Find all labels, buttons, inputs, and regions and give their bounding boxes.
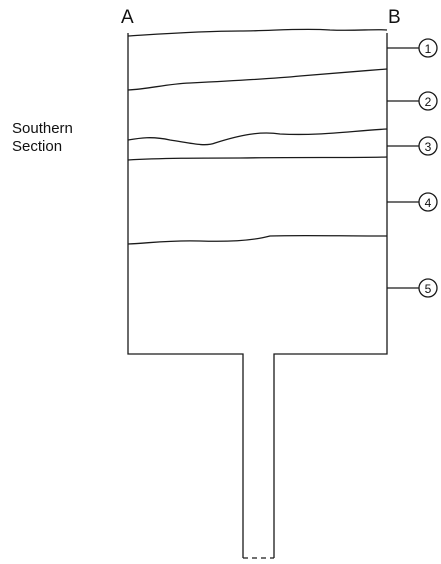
- section-label-line-2: Section: [12, 138, 63, 155]
- section-label-line-1: Southern: [12, 120, 73, 137]
- layer-boundary-2-3: [127, 128, 388, 146]
- layer-5-marker: [418, 278, 438, 298]
- layer-4-number: 4: [425, 196, 432, 210]
- layer-boundary-top: [127, 28, 388, 37]
- corner-label-a: A: [121, 7, 134, 28]
- layer-2-marker: [418, 91, 438, 111]
- layer-boundary-3-4: [127, 156, 388, 161]
- layer-5-number: 5: [425, 282, 432, 296]
- layer-1-marker: [418, 38, 438, 58]
- section-label: Southern Section: [12, 120, 73, 156]
- layer-1-number: 1: [425, 42, 432, 56]
- layer-boundary-4-5: [127, 234, 388, 245]
- layer-3-number: 3: [425, 140, 432, 154]
- section-outline: [127, 33, 388, 558]
- corner-label-b: B: [388, 7, 401, 28]
- layer-3-marker: [418, 136, 438, 156]
- layer-2-number: 2: [425, 95, 432, 109]
- layer-boundary-1-2: [127, 68, 388, 91]
- layer-4-marker: [418, 192, 438, 212]
